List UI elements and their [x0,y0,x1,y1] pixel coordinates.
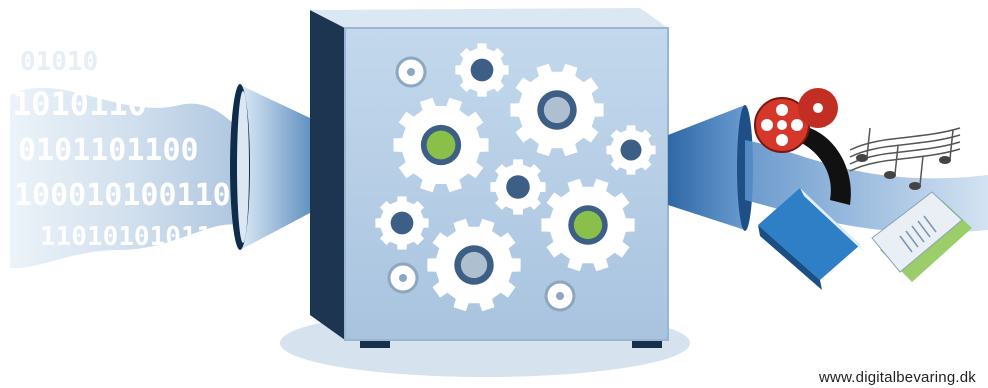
binary-row: 01010 [20,47,98,77]
binary-row: 1010110 [12,85,147,123]
pulley-hub-icon [407,68,415,76]
gear-icon [455,43,508,96]
gear-icon [490,159,545,214]
pulley-hub-icon [556,292,564,300]
website-url: www.digitalbevaring.dk [819,369,976,386]
binary-row: 1000101001101 [14,178,249,213]
gear-icon [606,125,655,174]
binary-data-stream-icon: 01010 1010110 0101101100 1000101001101 1… [10,47,252,268]
gear-icon [375,196,428,249]
pulley-hub-icon [399,274,407,282]
binary-row: 0101101100 [18,133,199,168]
binary-row: 110101010110 [40,222,228,252]
